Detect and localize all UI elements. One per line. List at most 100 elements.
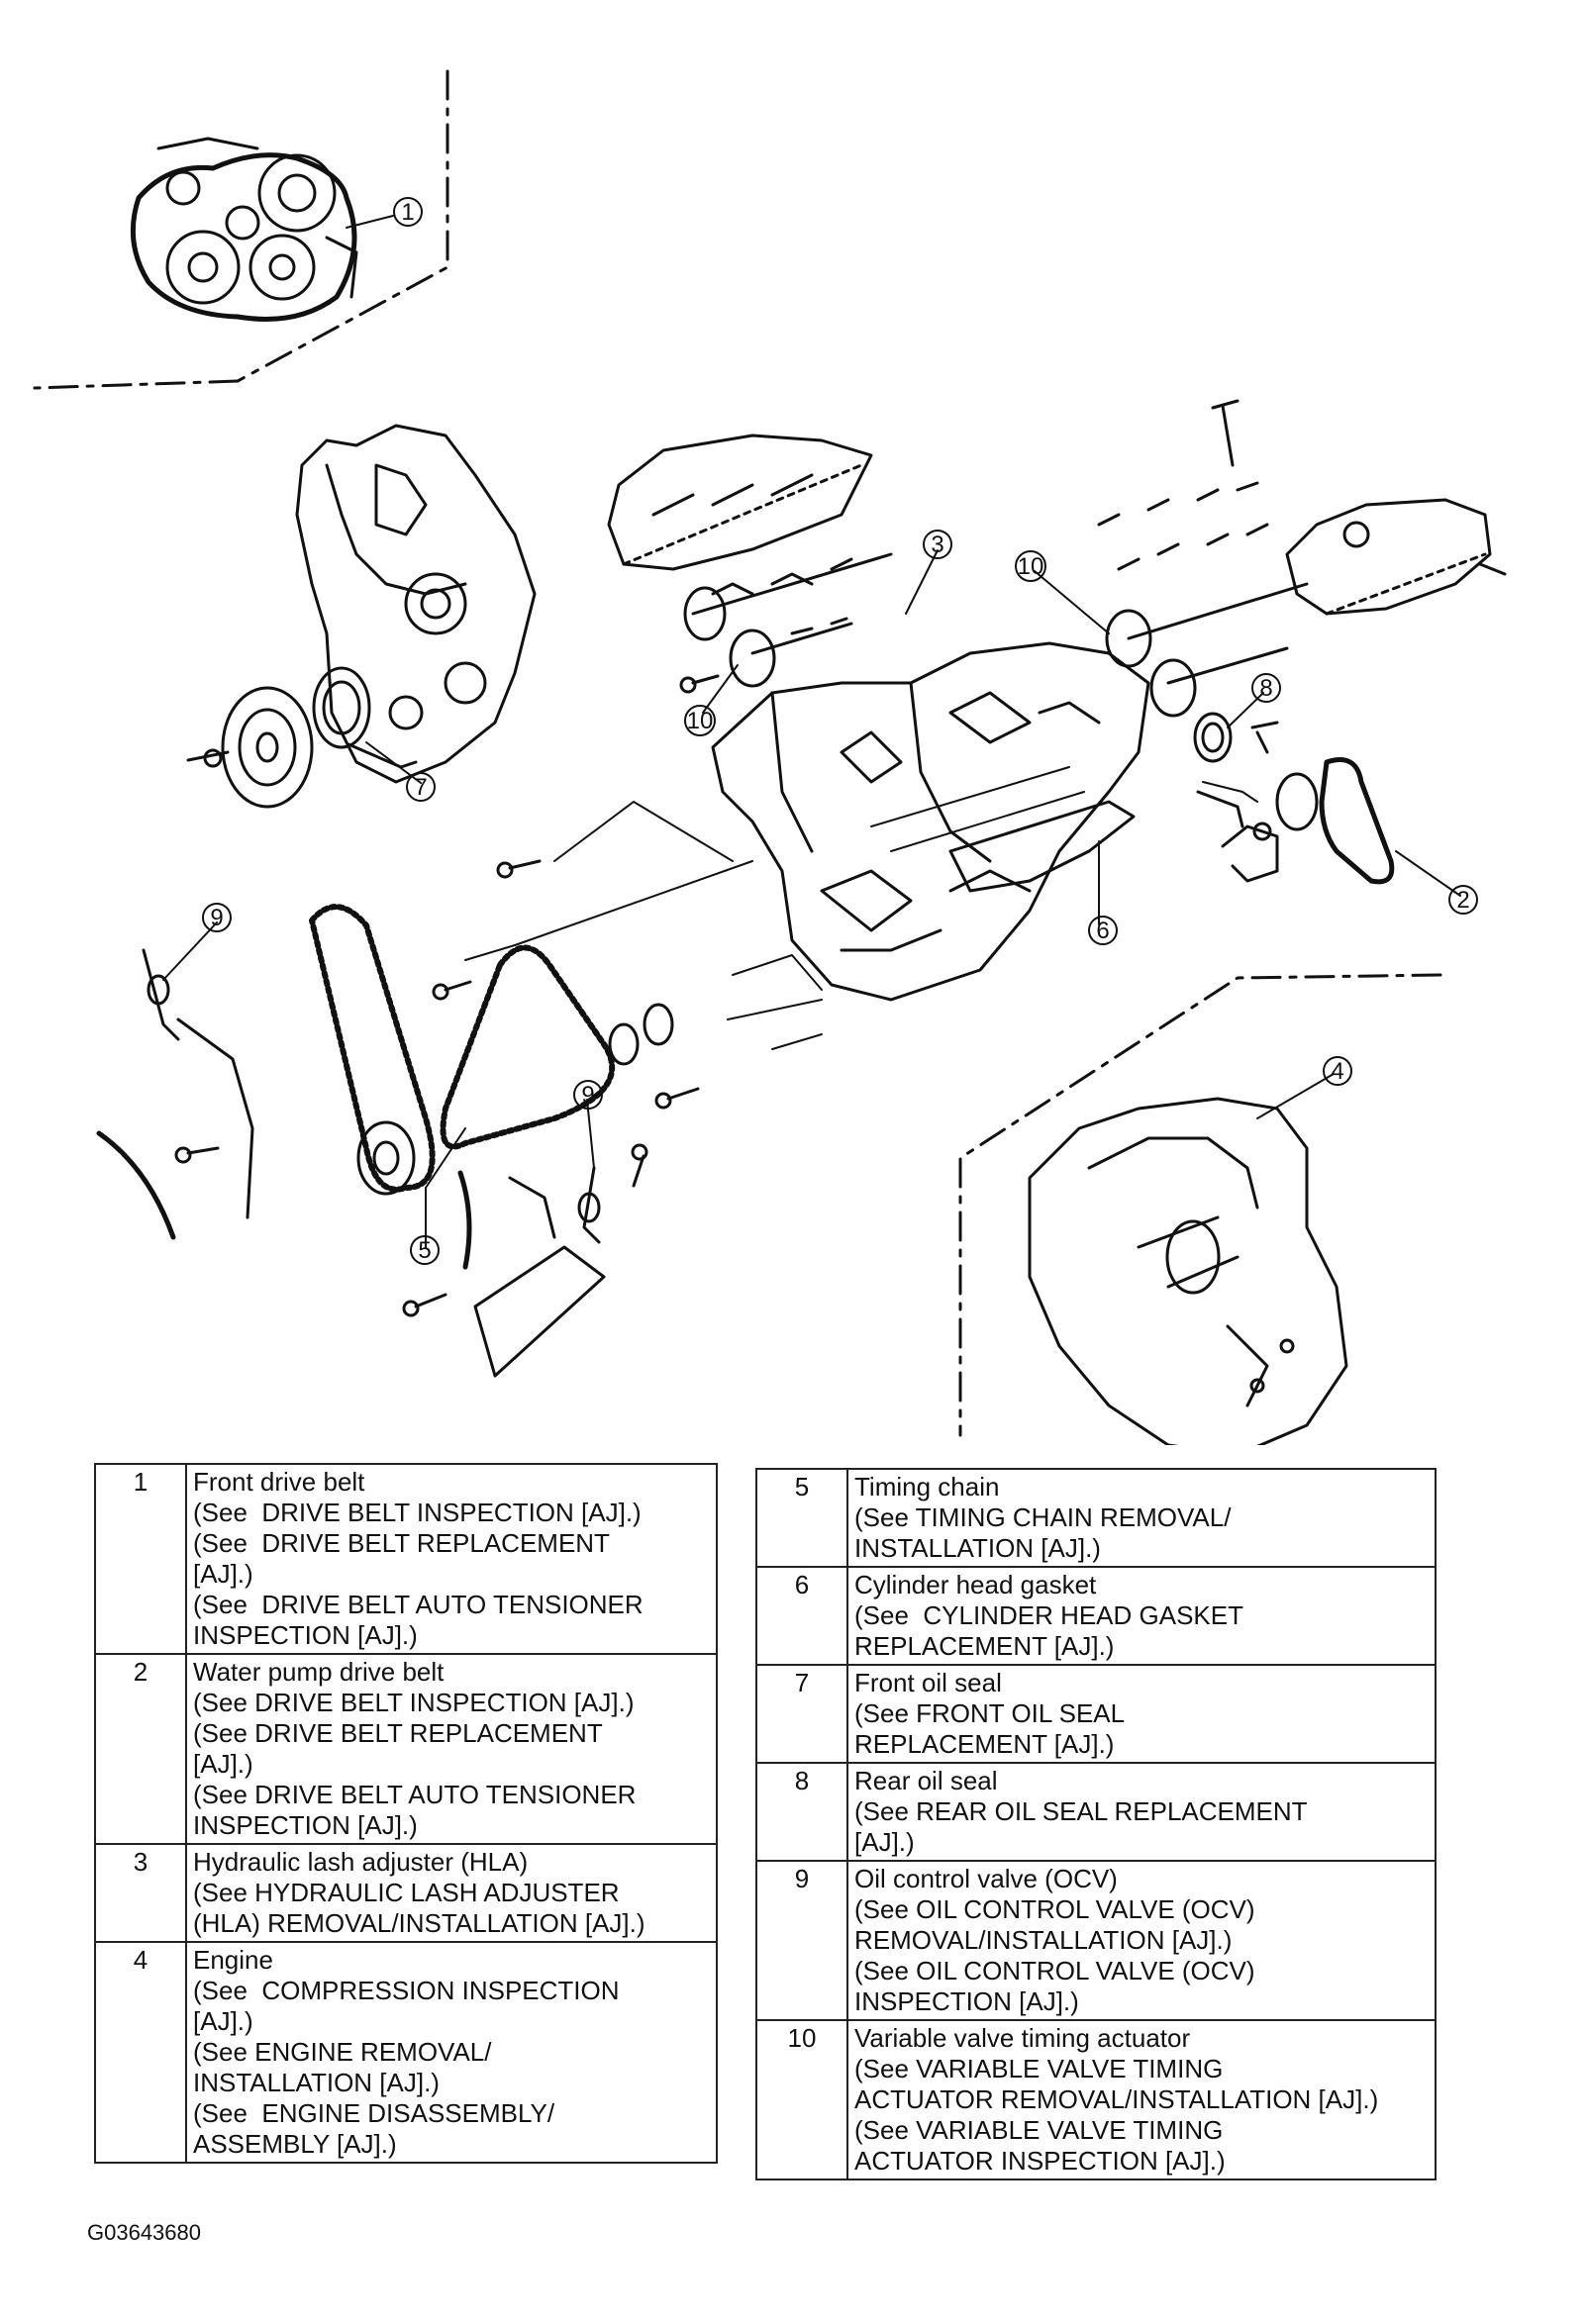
callout-1: 1 [393, 197, 423, 227]
callout-5a-label: 5 [418, 1237, 431, 1264]
part-number: 6 [755, 1566, 848, 1666]
callout-1-label: 1 [401, 199, 414, 226]
engine-block [711, 641, 1150, 1002]
part-description: Timing chain(See TIMING CHAIN REMOVAL/IN… [846, 1468, 1437, 1568]
callout-3-label: 3 [931, 532, 943, 558]
part-reference-line: INSPECTION [AJ].) [854, 1986, 1079, 2016]
part-reference-line: ACTUATOR INSPECTION [AJ].) [854, 2146, 1226, 2176]
part-number: 3 [94, 1843, 187, 1943]
callout-9b: 9 [573, 1080, 603, 1110]
part-reference-line: REPLACEMENT [AJ].) [854, 1729, 1115, 1759]
callout-3: 3 [923, 530, 952, 559]
rear-oil-seal [1193, 712, 1233, 763]
part-reference-line: (See DRIVE BELT INSPECTION [AJ].) [193, 1688, 635, 1717]
part-reference-line: [AJ].) [193, 2006, 253, 2036]
part-reference-line: INSPECTION [AJ].) [193, 1620, 418, 1650]
part-reference-line: (See HYDRAULIC LASH ADJUSTER [193, 1878, 620, 1907]
part-reference-line: ACTUATOR REMOVAL/INSTALLATION [AJ].) [854, 2084, 1379, 2114]
part-reference-line: (See DRIVE BELT AUTO TENSIONER [193, 1590, 644, 1619]
part-description: Cylinder head gasket(See CYLINDER HEAD G… [846, 1566, 1437, 1666]
crank-pulley [186, 666, 418, 809]
part-name: Oil control valve (OCV) [854, 1864, 1118, 1893]
callout-8: 8 [1251, 673, 1281, 703]
part-reference-line: (See ENGINE REMOVAL/ [193, 2037, 492, 2067]
part-reference-line: (See VARIABLE VALVE TIMING [854, 2115, 1224, 2145]
part-reference-line: REMOVAL/INSTALLATION [AJ].) [854, 1925, 1233, 1955]
part-name: Front drive belt [193, 1467, 365, 1497]
part-number: 4 [94, 1941, 187, 2164]
part-reference-line: (See DRIVE BELT REPLACEMENT [193, 1528, 610, 1558]
part-reference-line: REPLACEMENT [AJ].) [854, 1631, 1115, 1661]
part-reference-line: (See CYLINDER HEAD GASKET [854, 1600, 1243, 1630]
part-number: 7 [755, 1664, 848, 1764]
bolts [174, 674, 1279, 1317]
right-camshafts [1097, 399, 1309, 718]
part-name: Rear oil seal [854, 1766, 998, 1795]
part-reference-line: (See COMPRESSION INSPECTION [193, 1976, 620, 2005]
part-description: Front drive belt(See DRIVE BELT INSPECTI… [185, 1463, 718, 1655]
callout-4: 4 [1323, 1056, 1352, 1086]
part-number: 2 [94, 1653, 187, 1845]
water-pump-belt [1196, 730, 1395, 885]
part-reference-line: (See REAR OIL SEAL REPLACEMENT [854, 1796, 1308, 1826]
part-reference-line: (See TIMING CHAIN REMOVAL/ [854, 1502, 1232, 1532]
part-reference-line: (See OIL CONTROL VALVE (OCV) [854, 1956, 1255, 1985]
left-camshafts [683, 552, 893, 688]
part-reference-line: (See DRIVE BELT REPLACEMENT [193, 1718, 603, 1748]
callout-5a: 5 [410, 1235, 440, 1265]
timing-chains [309, 904, 674, 1196]
part-reference-line: (See DRIVE BELT INSPECTION [AJ].) [193, 1498, 642, 1527]
part-description: Engine(See COMPRESSION INSPECTION[AJ].)(… [185, 1941, 718, 2164]
part-name: Cylinder head gasket [854, 1570, 1097, 1599]
part-number: 8 [755, 1762, 848, 1862]
part-name: Water pump drive belt [193, 1657, 445, 1687]
part-name: Hydraulic lash adjuster (HLA) [193, 1847, 529, 1877]
part-name: Variable valve timing actuator [854, 2023, 1191, 2053]
timing-cover [295, 424, 537, 784]
part-number: 5 [755, 1468, 848, 1568]
callout-4-label: 4 [1331, 1058, 1343, 1085]
part-reference-line: (See ENGINE DISASSEMBLY/ [193, 2098, 555, 2128]
part-reference-line: [AJ].) [854, 1827, 915, 1857]
callout-leaders [162, 215, 1461, 1248]
part-reference-line: INSPECTION [AJ].) [193, 1810, 418, 1840]
part-number: 1 [94, 1463, 187, 1655]
part-reference-line: (See OIL CONTROL VALVE (OCV) [854, 1894, 1255, 1924]
engine-inset [958, 973, 1442, 1445]
oil-control-valves [142, 948, 601, 1244]
part-name: Front oil seal [854, 1668, 1002, 1697]
part-description: Hydraulic lash adjuster (HLA)(See HYDRAU… [185, 1843, 718, 1943]
callout-8-label: 8 [1259, 675, 1272, 702]
figure-code: G03643680 [87, 2220, 201, 2245]
part-number: 10 [755, 2019, 848, 2180]
part-description: Rear oil seal(See REAR OIL SEAL REPLACEM… [846, 1762, 1437, 1862]
part-description: Oil control valve (OCV)(See OIL CONTROL … [846, 1860, 1437, 2021]
engine-exploded-diagram: 1 2 3 4 5 6 7 8 9 9 10 10 [33, 69, 1507, 1445]
part-reference-line: [AJ].) [193, 1559, 253, 1589]
left-valve-cover [607, 434, 873, 571]
part-reference-line: (See FRONT OIL SEAL [854, 1698, 1126, 1728]
leader-lines [464, 781, 1258, 1050]
callout-10b-label: 10 [1018, 553, 1044, 580]
part-number: 9 [755, 1860, 848, 2021]
callout-9a-label: 9 [210, 905, 223, 931]
part-reference-line: (HLA) REMOVAL/INSTALLATION [AJ].) [193, 1908, 645, 1938]
callout-9a: 9 [202, 903, 232, 932]
part-reference-line: INSTALLATION [AJ].) [854, 1533, 1101, 1563]
callout-10b: 10 [1015, 550, 1046, 582]
part-reference-line: [AJ].) [193, 1749, 253, 1779]
head-gasket [948, 800, 1136, 893]
part-name: Engine [193, 1945, 273, 1975]
chain-guides [96, 1017, 606, 1378]
callout-2-label: 2 [1456, 887, 1469, 914]
